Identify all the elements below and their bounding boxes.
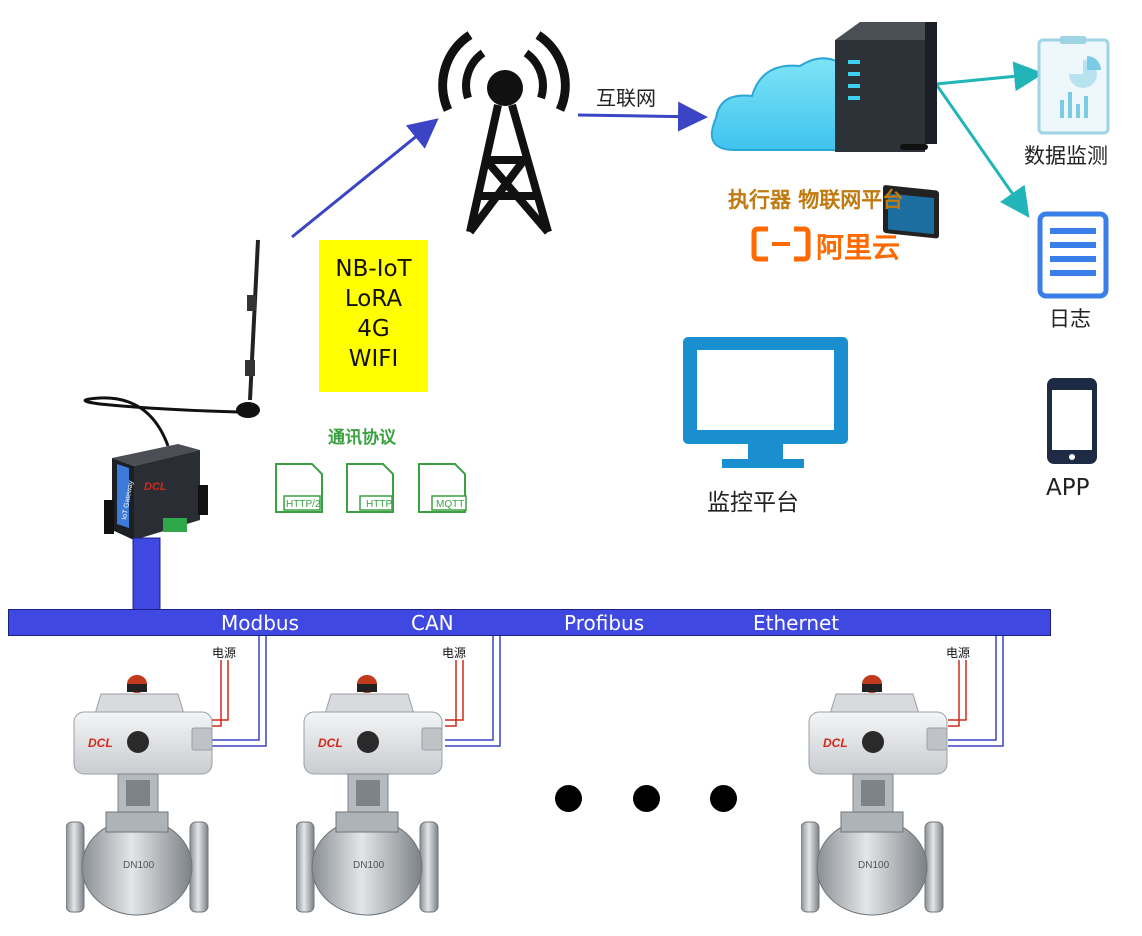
http-file-icon (346, 463, 394, 513)
http-file-label: HTTP (366, 499, 392, 510)
bus-label-profibus: Profibus (564, 611, 645, 635)
to-data-monitor-arrow (935, 61, 1044, 92)
monitor-platform-label: 监控平台 (707, 490, 799, 516)
mqtt-file-label: MQTT (436, 499, 464, 510)
monitoring-screen-icon (683, 337, 848, 468)
gateway-bus-connector (132, 537, 161, 611)
data-monitor-label: 数据监测 (1024, 144, 1108, 168)
aliyun-logo-icon (751, 226, 811, 262)
protocol-nbiot: NB-IoT (335, 256, 412, 282)
gateway-to-tower-arrow (291, 118, 439, 239)
power-label-valve-1: 电源 (212, 646, 237, 660)
log-document-icon (1037, 211, 1109, 299)
antenna-icon (83, 239, 260, 447)
ellipsis-dot-1 (555, 785, 582, 812)
http2-file-label: HTTP/2 (286, 499, 321, 510)
power-label-valve-2: 电源 (442, 646, 467, 660)
gateway-brand: DCL (144, 481, 167, 493)
data-report-icon (1037, 36, 1110, 135)
cell-tower-icon (438, 31, 570, 235)
desktop-monitor-icon (883, 144, 939, 239)
internet-label: 互联网 (596, 86, 656, 110)
app-label: APP (1046, 475, 1090, 501)
mqtt-file-icon (418, 463, 467, 513)
http2-file-icon (275, 463, 323, 513)
smartphone-icon (1047, 378, 1097, 464)
internet-arrow (577, 101, 708, 132)
platform-title: 执行器 物联网平台 (728, 188, 904, 212)
electric-ball-valve-3 (801, 674, 948, 916)
to-log-arrow (934, 83, 1030, 218)
server-icon (835, 22, 937, 152)
iot-gateway-device: IoT Gateway DCL (104, 444, 208, 540)
bus-label-modbus: Modbus (221, 611, 299, 635)
bus-label-ethernet: Ethernet (753, 611, 840, 635)
protocol-wifi: WIFI (348, 346, 399, 372)
comm-protocol-title: 通讯协议 (328, 428, 396, 448)
protocol-4g: 4G (357, 316, 390, 342)
protocol-lora: LoRA (344, 286, 403, 312)
power-label-valve-3: 电源 (946, 646, 971, 660)
ellipsis-dot-2 (633, 785, 660, 812)
bus-label-can: CAN (411, 611, 454, 635)
aliyun-brand-text: 阿里云 (816, 231, 901, 264)
log-label: 日志 (1049, 307, 1091, 331)
electric-ball-valve-1 (66, 674, 213, 916)
protocol-list-box: NB-IoT LoRA 4G WIFI (319, 240, 428, 392)
fieldbus-bar (8, 609, 1051, 636)
power-and-signal-wires (212, 636, 1004, 747)
electric-ball-valve-2 (296, 674, 443, 916)
ellipsis-dot-3 (710, 785, 737, 812)
